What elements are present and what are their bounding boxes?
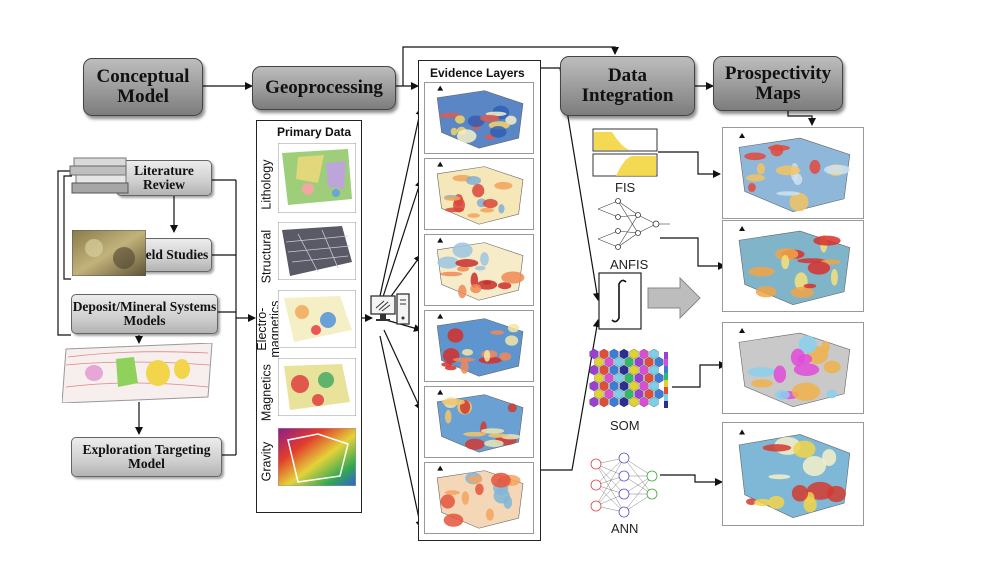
- prospectivity-map: [722, 127, 864, 219]
- layer-label-magnetics: Magnetics: [259, 364, 274, 422]
- evidence-layer-map: [424, 82, 534, 154]
- evidence-layer-map: [424, 310, 534, 382]
- evidence-layers-title: Evidence Layers: [430, 66, 525, 80]
- mineral-system-cross-section: [62, 343, 213, 403]
- lithology-map: [278, 143, 356, 213]
- method-label-som: SOM: [610, 418, 640, 433]
- literature-review-box: Literature Review: [116, 160, 212, 196]
- method-label-ann: ANN: [611, 521, 639, 536]
- integration-operator-box: [598, 272, 642, 330]
- data-integration-box: Data Integration: [560, 56, 695, 116]
- geoprocessing-box: Geoprocessing: [252, 66, 396, 110]
- fis-membership-chart: [592, 128, 658, 177]
- layer-label-gravity: Gravity: [259, 441, 274, 482]
- prospectivity-map: [722, 422, 864, 526]
- deposit-models-box: Deposit/Mineral Systems Models: [71, 294, 218, 334]
- exploration-targeting-box: Exploration Targeting Model: [71, 437, 222, 477]
- books-image: [69, 157, 129, 194]
- evidence-layer-map: [424, 462, 534, 534]
- magnetics-map: [278, 358, 356, 416]
- ann-network: [590, 452, 658, 518]
- evidence-layer-map: [424, 158, 534, 230]
- computer-icon: [370, 293, 410, 325]
- block-arrow: [647, 276, 701, 320]
- method-label-anfis: ANFIS: [610, 257, 649, 272]
- primary-data-title: Primary Data: [277, 125, 352, 139]
- evidence-layer-map: [424, 386, 534, 458]
- prospectivity-maps-box: Prospectivity Maps: [713, 56, 843, 111]
- evidence-layer-map: [424, 234, 534, 306]
- structural-map: [278, 222, 356, 280]
- anfis-network: [597, 198, 670, 250]
- gravity-map: [278, 428, 356, 486]
- method-label-fis: FIS: [615, 180, 636, 195]
- conceptual-model-box: Conceptual Model: [83, 58, 203, 116]
- layer-label-lithology: Lithology: [259, 159, 274, 210]
- prospectivity-map: [722, 322, 864, 414]
- electromagnetics-map: [278, 290, 356, 348]
- field-photo: [72, 230, 146, 276]
- som-hexagon-map: [589, 348, 668, 408]
- layer-label-structural: Structural: [259, 229, 274, 284]
- prospectivity-map: [722, 220, 864, 312]
